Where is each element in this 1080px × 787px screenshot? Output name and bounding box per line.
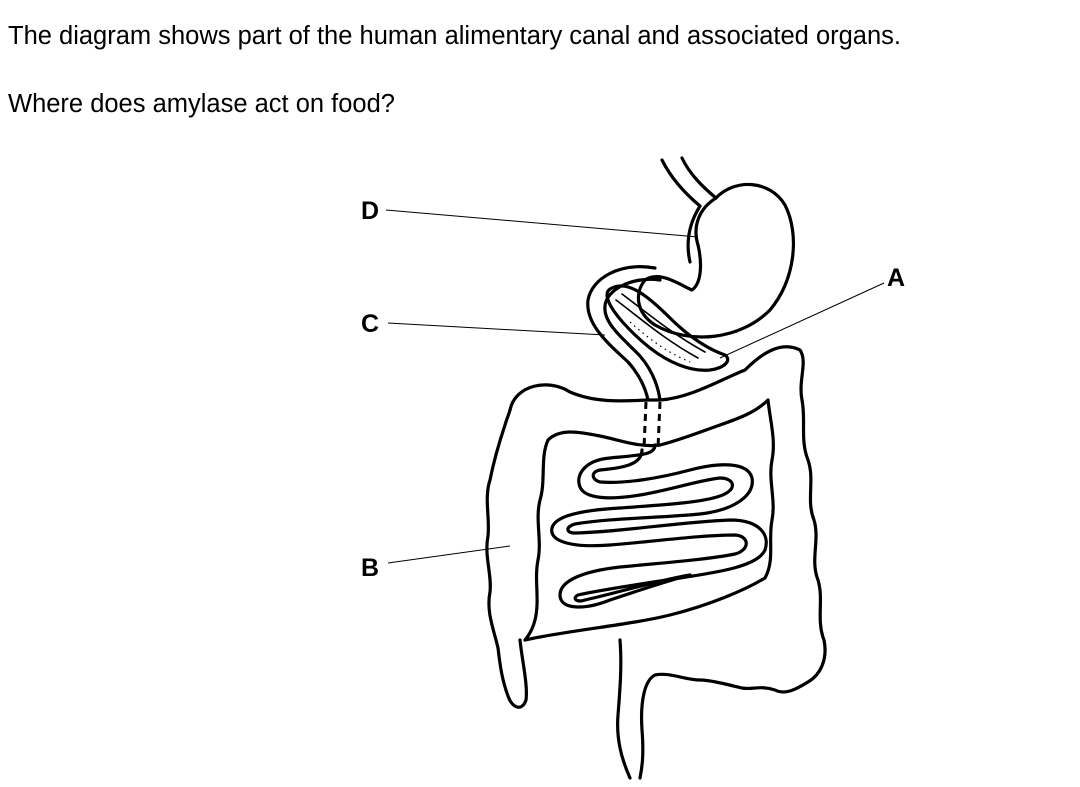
stomach xyxy=(636,183,796,339)
label-c: C xyxy=(361,310,379,338)
oesophagus xyxy=(660,156,718,208)
duodenum-junction xyxy=(642,401,662,449)
leader-line-a xyxy=(719,282,885,359)
small-intestine xyxy=(550,443,768,609)
pancreas xyxy=(605,284,730,372)
label-b: B xyxy=(361,554,379,582)
question-intro: The diagram shows part of the human alim… xyxy=(8,22,901,50)
leader-line-c xyxy=(387,322,606,336)
label-d: D xyxy=(361,197,379,225)
leader-line-d xyxy=(385,209,699,238)
leader-line-b xyxy=(387,545,511,564)
question-ask: Where does amylase act on food? xyxy=(8,90,395,118)
large-intestine xyxy=(485,345,827,780)
leader-lines xyxy=(385,209,885,564)
label-a: A xyxy=(887,264,905,292)
